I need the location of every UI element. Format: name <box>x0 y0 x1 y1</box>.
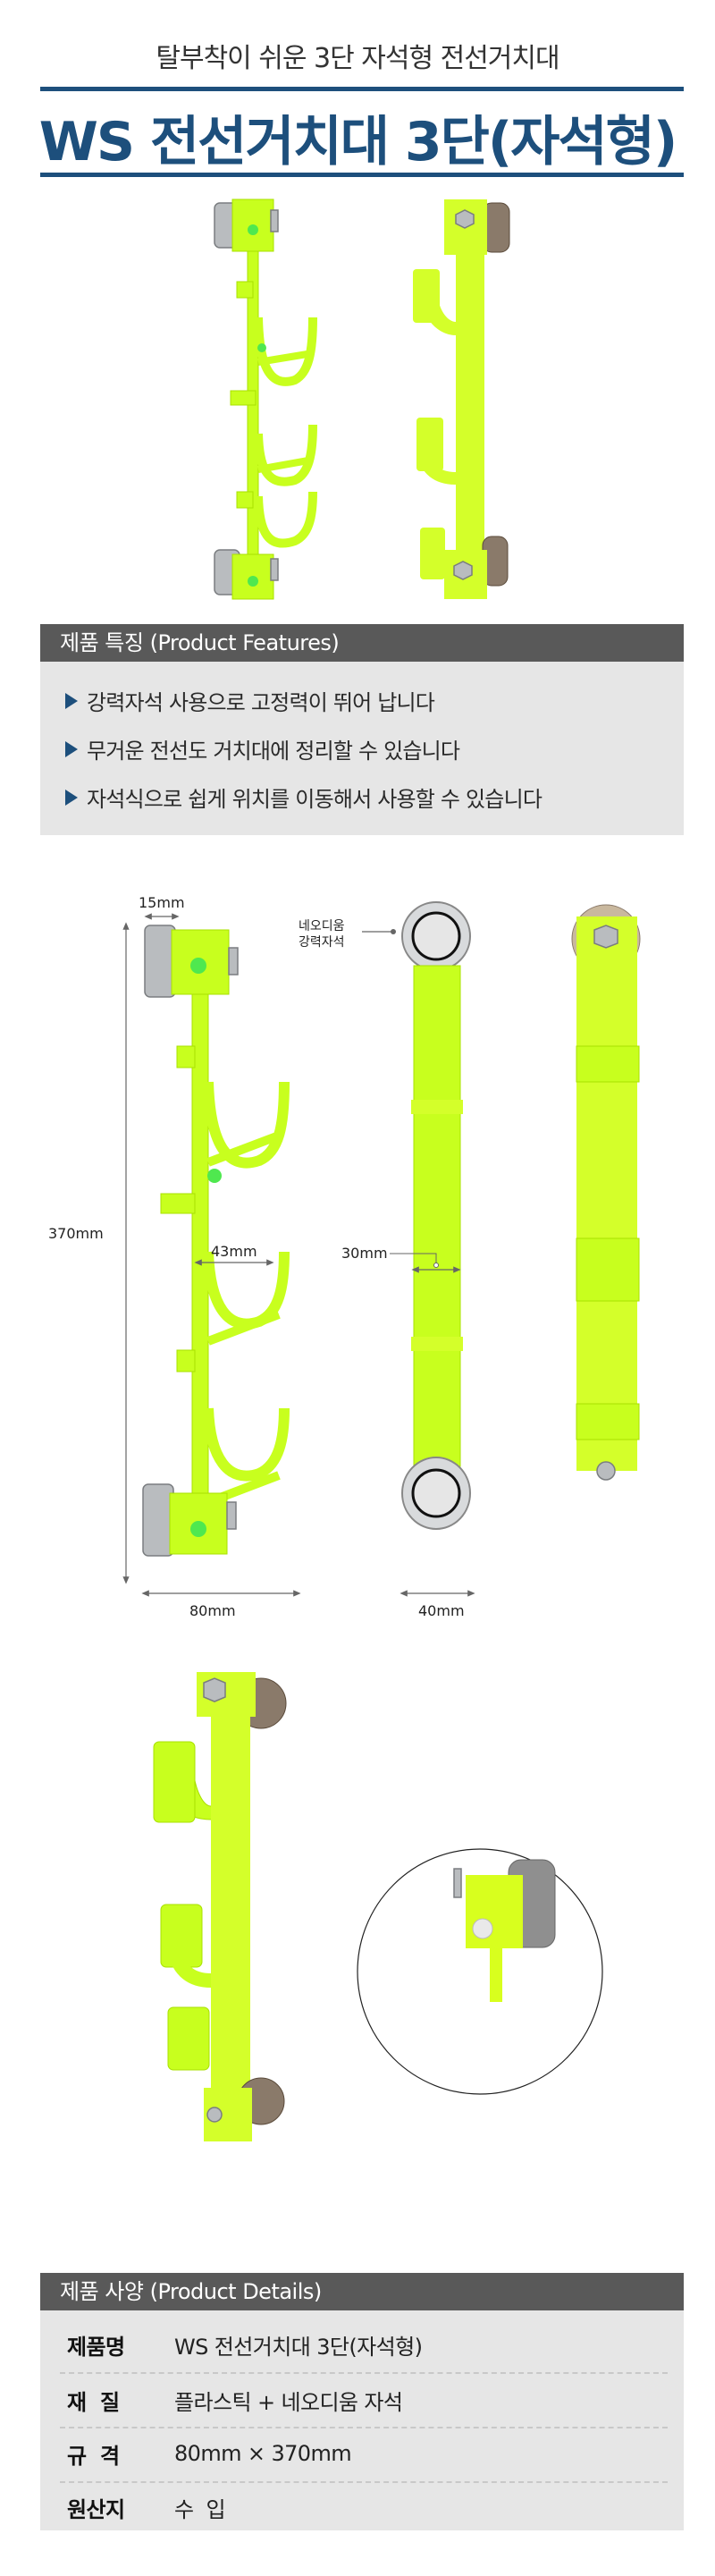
spec-key: 제품명 <box>67 2334 125 2360</box>
features-section: 제품 특징 (Product Features) 강력자석 사용으로 고정력이 … <box>40 624 684 835</box>
feature-item: 자석식으로 쉽게 위치를 이동해서 사용할 수 있습니다 <box>65 781 543 813</box>
spec-divider <box>60 2481 668 2483</box>
spec-value: WS 전선거치대 3단(자석형) <box>174 2334 423 2360</box>
spec-row: 제품명 WS 전선거치대 3단(자석형) <box>67 2318 657 2371</box>
feature-text: 무거운 전선도 거치대에 정리할 수 있습니다 <box>87 739 460 764</box>
spec-key: 재 질 <box>67 2389 120 2415</box>
spec-value: 플라스틱 + 네오디움 자석 <box>174 2389 403 2415</box>
spec-value: 80mm × 370mm <box>174 2441 352 2466</box>
product-photo-front <box>214 198 510 600</box>
feature-item: 강력자석 사용으로 고정력이 뛰어 납니다 <box>65 685 435 716</box>
page-subtitle: 탈부착이 쉬운 3단 자석형 전선거치대 <box>156 43 559 74</box>
spec-row: 원산지 수 입 <box>67 2480 657 2534</box>
specs-header: 제품 사양 (Product Details) <box>40 2273 684 2310</box>
specs-section: 제품 사양 (Product Details) 제품명 WS 전선거치대 3단(… <box>40 2273 684 2530</box>
spec-divider <box>60 2427 668 2428</box>
spec-key: 원산지 <box>67 2496 125 2522</box>
magnet-label-line1: 네오디움 <box>299 919 345 933</box>
title-bottom-rule <box>40 173 684 177</box>
front-view <box>214 198 317 600</box>
closeup-photos <box>0 1663 715 2173</box>
side-view <box>413 199 510 599</box>
spec-divider <box>60 2372 668 2374</box>
closeup-drawing <box>153 1672 603 2141</box>
spec-key: 규 격 <box>67 2443 120 2469</box>
spec-value: 수 입 <box>174 2496 226 2522</box>
page-title: WS 전선거치대 3단(자석형) <box>38 111 678 173</box>
magnet-diameter-label: 40mm <box>418 1602 465 1619</box>
title-top-rule <box>40 87 684 91</box>
features-header: 제품 특징 (Product Features) <box>40 624 684 662</box>
triangle-bullet-icon <box>65 789 78 806</box>
hero-photos <box>0 183 715 604</box>
triangle-bullet-icon <box>65 692 78 709</box>
total-height-label: 370mm <box>48 1225 104 1242</box>
dimension-diagram: 15mm 370mm 43mm 30mm 80mm 40mm 네오디움 강력자석 <box>0 876 715 1619</box>
triangle-bullet-icon <box>65 740 78 757</box>
spec-row: 재 질 플라스틱 + 네오디움 자석 <box>67 2373 657 2427</box>
bar-width-label: 30mm <box>341 1245 388 1262</box>
feature-text: 강력자석 사용으로 고정력이 뛰어 납니다 <box>87 690 435 715</box>
magnet-width-label: 15mm <box>139 894 185 911</box>
total-width-label: 80mm <box>189 1602 236 1619</box>
magnet-label-line2: 강력자석 <box>299 935 345 950</box>
hook-inner-label: 43mm <box>211 1243 257 1260</box>
dimension-drawing <box>122 901 641 1597</box>
feature-item: 무거운 전선도 거치대에 정리할 수 있습니다 <box>65 733 460 764</box>
spec-row: 규 격 80mm × 370mm <box>67 2427 657 2480</box>
feature-text: 자석식으로 쉽게 위치를 이동해서 사용할 수 있습니다 <box>87 787 543 812</box>
